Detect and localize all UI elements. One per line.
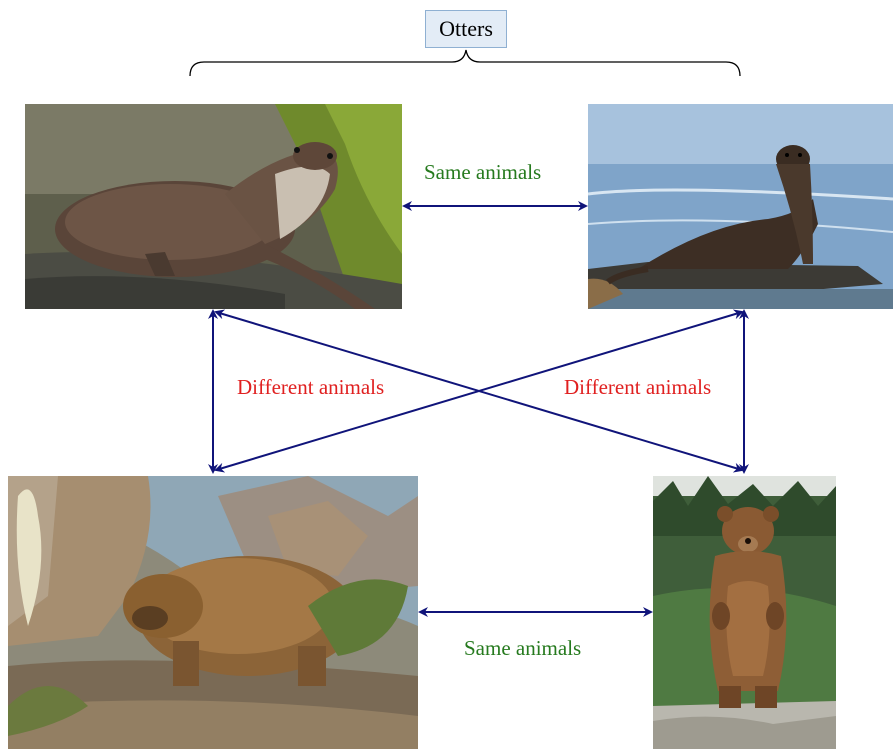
different-animals-label-right: Different animals: [564, 375, 712, 399]
bear-photo-left: [8, 476, 418, 749]
otters-brace: [189, 49, 741, 77]
otter-photo-right: [588, 104, 893, 309]
otters-title-box: Otters: [425, 10, 507, 48]
same-animals-label-bottom: Same animals: [464, 636, 582, 660]
same-animals-label-top: Same animals: [424, 160, 542, 184]
different-animals-label-left: Different animals: [237, 375, 385, 399]
bear-photo-right: [653, 476, 836, 749]
otters-title: Otters: [439, 16, 493, 41]
otter-photo-left: [25, 104, 402, 309]
